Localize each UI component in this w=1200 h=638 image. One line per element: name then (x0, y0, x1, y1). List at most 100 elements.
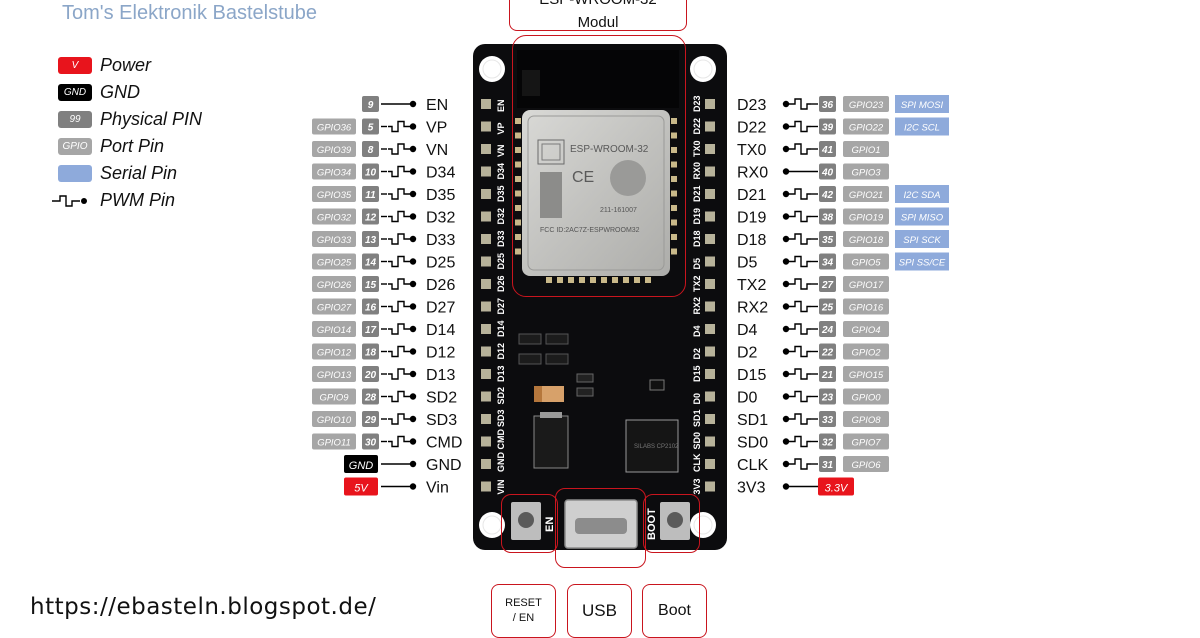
pin-dot (409, 123, 417, 130)
phys-badge-text: 29 (364, 415, 377, 426)
phys-badge-text: 38 (822, 213, 834, 224)
gpio-badge-text: GPIO14 (317, 325, 351, 336)
gpio-badge: GPIO9 (312, 388, 356, 405)
module-pad (515, 161, 521, 168)
phys-badge-bg (819, 118, 836, 135)
resistor (576, 387, 594, 397)
phys-badge-text: 9 (368, 100, 374, 111)
silk-label: D5 (692, 258, 702, 270)
gpio-badge-text: GPIO19 (849, 213, 884, 224)
gpio-badge-bg (312, 388, 356, 405)
pin-name: SD1 (737, 412, 768, 429)
pin-name: D22 (737, 120, 766, 137)
gpio-badge-bg (312, 253, 356, 270)
gpio-badge-text: GPIO21 (849, 190, 883, 201)
module-callout-line1: ESP-WROOM-32 (510, 0, 686, 9)
site-title: Tom's Elektronik Bastelstube (62, 2, 318, 24)
gpio-badge-text: GPIO0 (851, 393, 881, 404)
silk-label: D19 (692, 208, 702, 225)
pwm-symbol (388, 188, 410, 200)
capacitor (518, 353, 542, 365)
gpio-badge-bg (843, 343, 889, 360)
pin-name: Vin (426, 480, 449, 497)
boot-callout-label: Boot (658, 602, 691, 619)
gpio-badge-bg (843, 321, 889, 337)
phys-badge-text: 10 (365, 168, 377, 179)
phys-badge-bg (362, 321, 379, 337)
pin-name: TX0 (737, 142, 766, 159)
silk-label: RX2 (692, 297, 702, 315)
power-badge-text: GND (349, 460, 374, 472)
pin-dot (409, 415, 417, 423)
pwm-symbol (789, 98, 811, 110)
gpio-badge-bg (843, 411, 889, 427)
silk-label: EN (496, 99, 506, 112)
gpio-badge: GPIO17 (843, 276, 889, 292)
pwm-symbol (789, 368, 811, 380)
pin-name: D2 (737, 345, 758, 362)
phys-badge: 10 (362, 163, 379, 180)
serial-badge-text: I2C SCL (904, 123, 940, 134)
gpio-badge: GPIO18 (843, 231, 889, 247)
pin-name: D26 (426, 277, 455, 294)
pwm-symbol (388, 390, 410, 403)
phys-badge-bg (362, 343, 379, 360)
pin-dot (782, 460, 790, 468)
phys-badge-text: 42 (821, 190, 834, 201)
silk-label: TX2 (692, 275, 702, 292)
phys-badge: 16 (362, 298, 379, 315)
legend-label-pwm: PWM Pin (100, 189, 176, 210)
header-pin (481, 166, 491, 177)
silk-label: D35 (496, 185, 506, 202)
module-pad (671, 118, 677, 124)
pin-dot (409, 438, 417, 445)
phys-badge: 21 (819, 366, 836, 382)
phys-badge-bg (362, 433, 379, 450)
phys-badge-text: 32 (822, 438, 834, 449)
pwm-symbol (789, 143, 811, 155)
pin-dot (782, 258, 790, 265)
serial-badge: SPI MISO (895, 207, 949, 226)
silk-label: RX0 (692, 162, 702, 180)
phys-badge-bg (362, 186, 379, 202)
transistor (649, 379, 665, 391)
module-pad (515, 176, 521, 182)
module-pad (645, 277, 651, 283)
silk-label: D34 (496, 163, 506, 180)
header-pin (481, 369, 491, 379)
phys-badge-bg (819, 163, 836, 180)
reset-outline (501, 494, 558, 553)
phys-badge: 18 (362, 343, 379, 360)
phys-badge: 30 (362, 433, 379, 450)
pin-name: D35 (426, 187, 455, 204)
header-pin (705, 256, 715, 267)
phys-badge-text: 25 (821, 303, 834, 314)
gpio-badge: GPIO35 (312, 186, 356, 202)
boot-outline (643, 494, 700, 553)
serial-badge-text: I2C SDA (904, 190, 941, 201)
silk-label: VIN (496, 479, 506, 494)
cert-line1: 211-161007 (600, 207, 637, 214)
gpio-badge-text: GPIO23 (849, 100, 884, 111)
reset-callout: RESET / EN (491, 584, 556, 638)
phys-badge-text: 35 (822, 235, 834, 246)
silk-label: D14 (496, 320, 506, 337)
module-pad (515, 205, 521, 211)
power-badge: 5V (344, 477, 378, 496)
wroom-module (522, 110, 670, 276)
gpio-badge-bg (843, 118, 889, 135)
pwm-legend-icon (52, 195, 87, 207)
module-pad (671, 176, 677, 182)
pin-name: CLK (737, 457, 768, 474)
